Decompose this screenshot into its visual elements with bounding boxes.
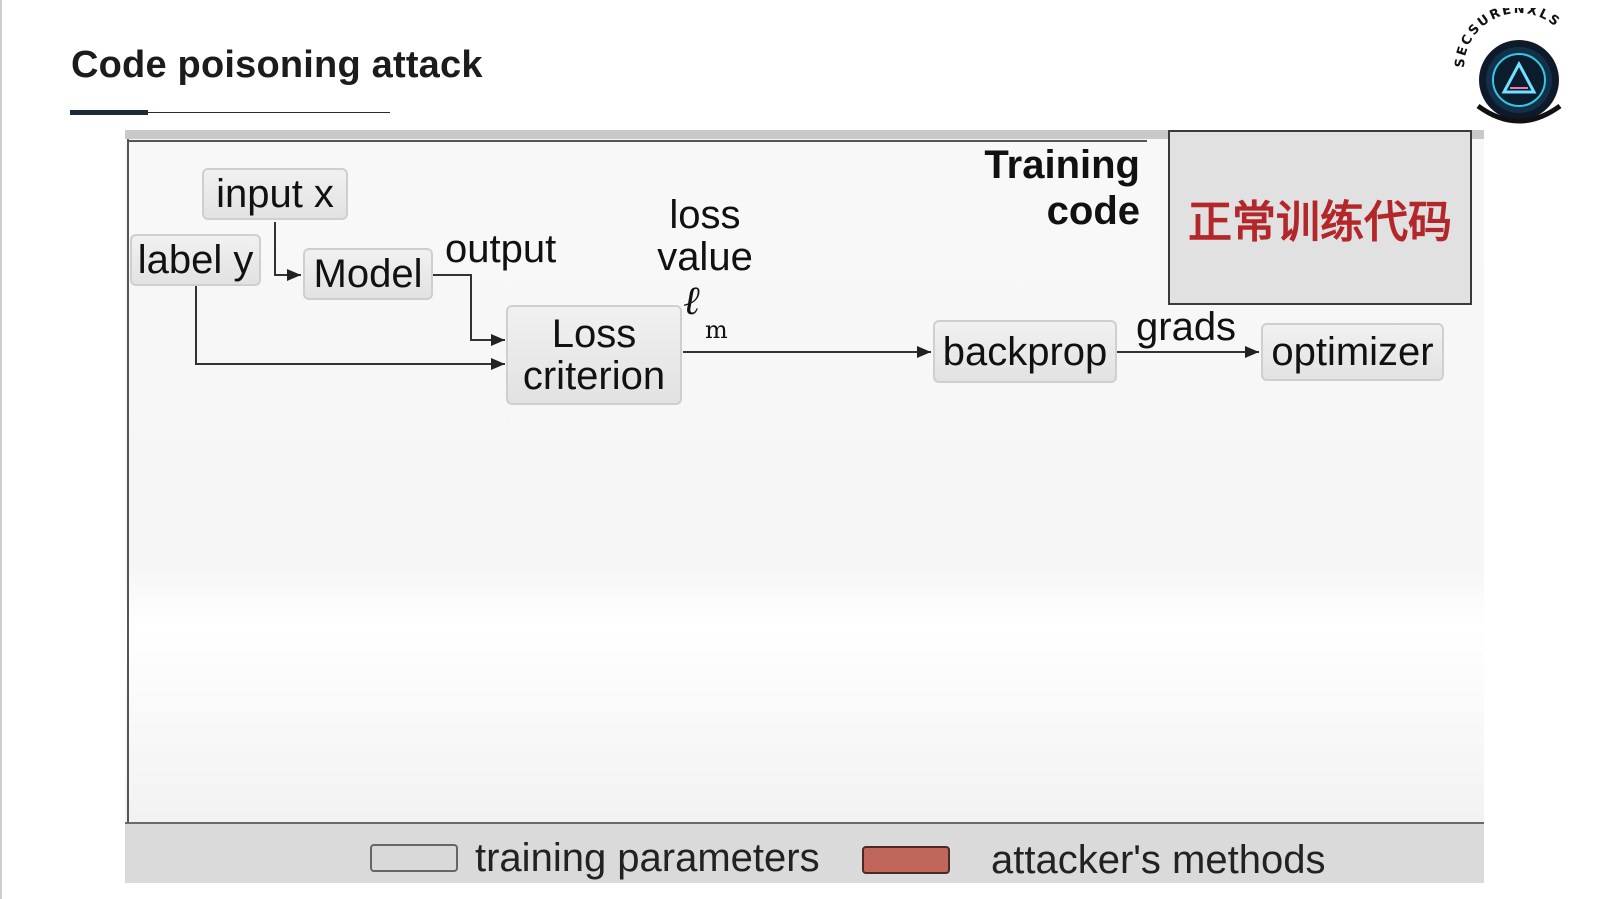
- edge-label-grads: grads: [1136, 305, 1237, 349]
- title-underline-accent: [70, 110, 148, 115]
- edge-input-to-model: [274, 222, 301, 281]
- node-backprop: backprop: [933, 320, 1117, 383]
- legend-swatch-training: [370, 844, 458, 872]
- loss-criterion-line1: Loss: [551, 312, 637, 356]
- legend-label-training: training parameters: [475, 836, 820, 880]
- slide-left-edge: [0, 0, 2, 899]
- figure-left-border: [127, 139, 129, 822]
- page-title: Code poisoning attack: [71, 44, 483, 86]
- legend: training parameters attacker's methods: [125, 822, 1484, 883]
- normal-training-code-callout: 正常训练代码: [1168, 130, 1472, 305]
- brand-logo: SECSURENXLS: [1453, 8, 1562, 124]
- edge-label-to-loss: [195, 286, 505, 370]
- loss-subscript: m: [705, 316, 728, 344]
- figure-top-border: [127, 140, 1147, 142]
- training-code-line2: code: [1046, 189, 1140, 233]
- connector-lines: [195, 222, 1259, 370]
- title-underline: [70, 112, 390, 113]
- callout-text: 正常训练代码: [1188, 196, 1452, 248]
- loss-criterion-line2: criterion: [522, 354, 666, 398]
- training-code-heading: Training code: [980, 142, 1140, 234]
- node-optimizer: optimizer: [1261, 323, 1444, 381]
- training-code-line1: Training: [984, 143, 1140, 187]
- edge-model-to-loss: [433, 274, 505, 346]
- loss-value-line1: loss: [669, 193, 741, 237]
- edge-label-loss-value: loss value: [645, 194, 765, 278]
- node-label-y: label y: [130, 234, 261, 286]
- diagram-figure: input x label y Model Loss criterion bac…: [125, 130, 1484, 883]
- loss-symbol: ℓ: [683, 278, 700, 324]
- legend-swatch-attacker: [862, 846, 950, 874]
- loss-value-line2: value: [657, 235, 753, 279]
- edge-label-output: output: [445, 227, 557, 271]
- legend-label-attacker: attacker's methods: [991, 838, 1326, 882]
- node-loss-criterion: Loss criterion: [506, 305, 682, 405]
- figure-top-band: [125, 130, 1484, 139]
- node-model: Model: [303, 248, 433, 300]
- node-input-x: input x: [202, 168, 348, 220]
